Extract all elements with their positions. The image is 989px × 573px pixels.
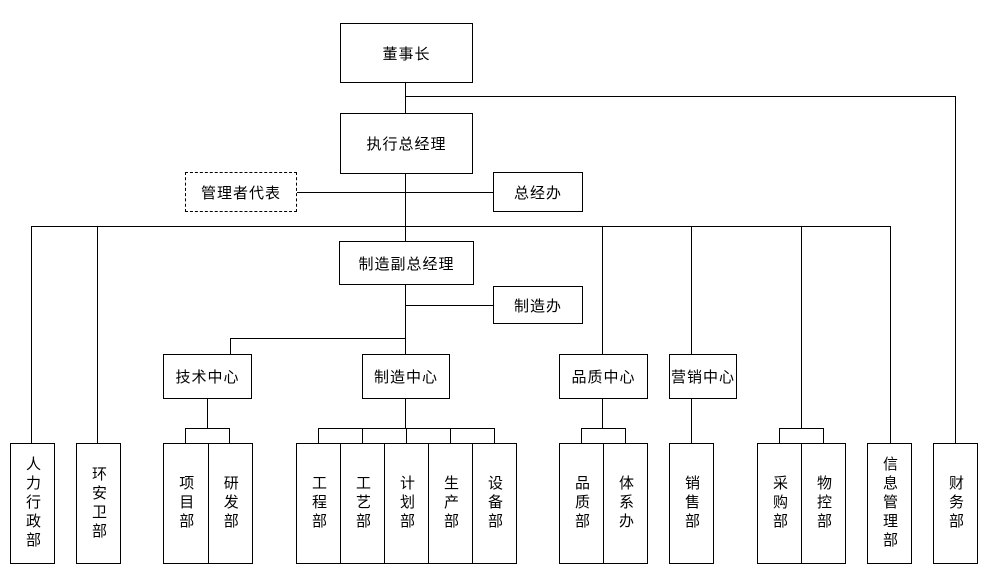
node-chairman: 董事长 <box>340 23 473 83</box>
node-dept-info-mgmt-label: 信息管理部 <box>881 456 899 551</box>
node-dept-hr-admin-label: 人力行政部 <box>24 456 42 551</box>
dept-group-supply-chain: 采购部 物控部 <box>757 443 846 564</box>
node-executive-gm-label: 执行总经理 <box>366 135 447 153</box>
connector-line <box>494 428 495 443</box>
node-dept-production-label: 生产部 <box>442 475 460 532</box>
node-dept-quality-label: 品质部 <box>573 475 591 532</box>
node-dept-project: 项目部 <box>164 444 208 563</box>
connector-line <box>230 338 406 339</box>
connector-line <box>405 305 493 306</box>
dept-group-manufacturing-center: 工程部 工艺部 计划部 生产部 设备部 <box>296 443 517 564</box>
node-gm-office-label: 总经办 <box>513 183 562 202</box>
node-dept-hr-admin: 人力行政部 <box>10 443 55 564</box>
connector-line <box>890 226 891 443</box>
node-dept-planning-label: 计划部 <box>398 475 416 532</box>
connector-line <box>185 428 230 429</box>
connector-line <box>97 226 98 443</box>
node-executive-gm: 执行总经理 <box>340 113 473 174</box>
node-quality-center-label: 品质中心 <box>571 368 636 386</box>
connector-line <box>229 428 230 443</box>
connector-line <box>823 428 824 443</box>
node-dept-project-label: 项目部 <box>177 475 196 532</box>
node-marketing-center-label: 营销中心 <box>670 368 735 386</box>
node-chairman-label: 董事长 <box>382 44 431 63</box>
connector-line <box>405 284 406 354</box>
connector-line <box>405 398 406 428</box>
connector-line <box>185 428 186 443</box>
node-dept-system-office: 体系办 <box>603 444 647 563</box>
node-dept-purchasing-label: 采购部 <box>771 475 789 532</box>
node-marketing-center: 营销中心 <box>669 354 737 399</box>
node-dept-engineering: 工程部 <box>297 444 340 563</box>
connector-line <box>581 428 626 429</box>
node-dept-ehs-label: 环安卫部 <box>90 465 108 542</box>
node-dept-production: 生产部 <box>428 444 472 563</box>
connector-line <box>581 428 582 443</box>
node-quality-center: 品质中心 <box>559 354 648 399</box>
connector-line <box>230 338 231 354</box>
connector-line <box>691 398 692 443</box>
node-manufacturing-office: 制造办 <box>493 286 583 324</box>
connector-line <box>955 96 956 443</box>
node-manufacturing-vp: 制造副总经理 <box>339 241 474 285</box>
connector-line <box>362 428 363 443</box>
node-manufacturing-center-label: 制造中心 <box>373 368 438 386</box>
node-dept-system-office-label: 体系办 <box>617 475 635 532</box>
connector-line <box>801 226 802 428</box>
connector-line <box>207 398 208 428</box>
node-dept-equipment: 设备部 <box>472 444 516 563</box>
connector-line <box>405 96 956 97</box>
dept-group-quality-center: 品质部 体系办 <box>559 443 648 564</box>
node-dept-sales-label: 销售部 <box>683 475 701 532</box>
connector-line <box>405 173 406 241</box>
node-tech-center-label: 技术中心 <box>175 368 240 386</box>
node-dept-rnd-label: 研发部 <box>221 475 240 532</box>
connector-line <box>625 428 626 443</box>
node-dept-material-control: 物控部 <box>801 444 845 563</box>
connector-line <box>602 398 603 428</box>
node-dept-ehs: 环安卫部 <box>76 443 121 564</box>
connector-line <box>318 428 319 443</box>
dept-group-tech-center: 项目部 研发部 <box>163 443 253 564</box>
node-dept-purchasing: 采购部 <box>758 444 801 563</box>
connector-line <box>405 82 406 113</box>
node-dept-finance-label: 财务部 <box>947 475 965 532</box>
node-dept-process-label: 工艺部 <box>354 475 372 532</box>
connector-line <box>31 226 32 443</box>
node-manufacturing-vp-label: 制造副总经理 <box>358 254 455 273</box>
node-dept-info-mgmt: 信息管理部 <box>867 443 912 564</box>
connector-line <box>602 226 603 354</box>
connector-line <box>406 428 407 443</box>
node-tech-center: 技术中心 <box>163 354 252 399</box>
node-dept-sales: 销售部 <box>669 443 714 564</box>
node-dept-finance: 财务部 <box>933 443 978 564</box>
node-manufacturing-center: 制造中心 <box>362 354 450 399</box>
connector-line <box>31 226 891 227</box>
node-management-rep-label: 管理者代表 <box>200 183 281 202</box>
node-dept-rnd: 研发部 <box>207 444 253 563</box>
connector-line <box>691 226 692 354</box>
node-dept-quality: 品质部 <box>560 444 603 563</box>
connector-line <box>450 428 451 443</box>
connector-line <box>779 428 780 443</box>
node-gm-office: 总经办 <box>493 172 583 212</box>
node-management-rep: 管理者代表 <box>185 172 297 212</box>
connector-line <box>296 192 493 193</box>
node-dept-material-control-label: 物控部 <box>815 475 833 532</box>
node-dept-equipment-label: 设备部 <box>486 475 504 532</box>
node-dept-planning: 计划部 <box>384 444 428 563</box>
node-manufacturing-office-label: 制造办 <box>513 296 562 315</box>
node-dept-engineering-label: 工程部 <box>310 475 328 532</box>
node-dept-process: 工艺部 <box>340 444 384 563</box>
connector-line <box>779 428 824 429</box>
